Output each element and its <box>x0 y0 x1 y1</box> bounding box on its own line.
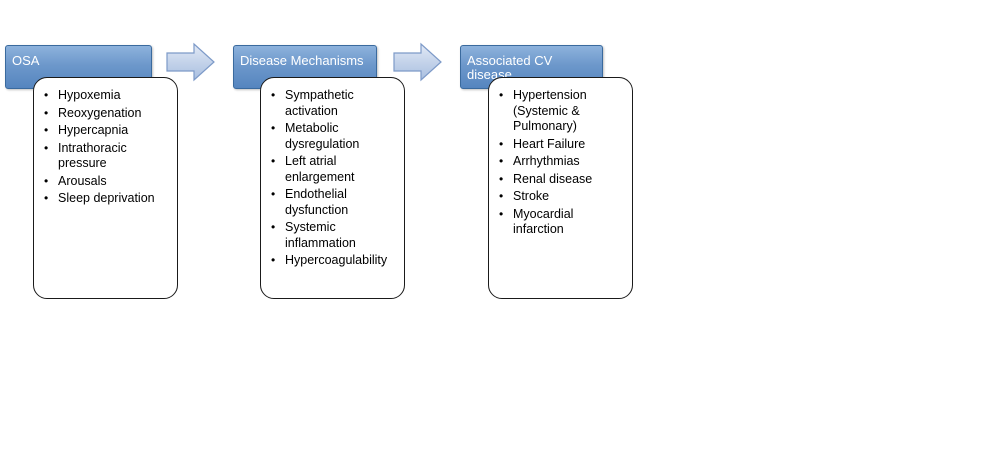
list-item: •Left atrial enlargement <box>271 154 355 184</box>
list-item: •Hypercapnia <box>44 123 129 137</box>
cv-disease-card: •Hypertension (Systemic & Pulmonary) •He… <box>488 77 633 299</box>
list-item: •Sympathetic activation <box>271 88 354 118</box>
list-item: •Hypoxemia <box>44 88 121 102</box>
osa-list: •Hypoxemia •Reoxygenation •Hypercapnia •… <box>44 88 169 207</box>
list-item: •Heart Failure <box>499 136 586 151</box>
list-item: •Sleep deprivation <box>44 191 155 205</box>
list-item: •Arousals <box>44 173 107 188</box>
mechanisms-card: •Sympathetic activation •Metabolic dysre… <box>260 77 405 299</box>
bullet-icon: • <box>271 187 276 201</box>
list-item: •Stroke <box>499 189 550 203</box>
bullet-icon: • <box>271 253 276 267</box>
bullet-icon: • <box>499 189 504 203</box>
bullet-icon: • <box>499 171 504 186</box>
bullet-icon: • <box>271 121 276 135</box>
osa-card: •Hypoxemia •Reoxygenation •Hypercapnia •… <box>33 77 178 299</box>
bullet-icon: • <box>44 88 49 102</box>
mechanisms-list: •Sympathetic activation •Metabolic dysre… <box>271 88 396 269</box>
list-item: •Reoxygenation <box>44 105 142 120</box>
list-item: •Hypercoagulability <box>271 253 388 267</box>
bullet-icon: • <box>44 191 49 205</box>
right-arrow-icon <box>393 42 442 82</box>
cv-disease-list: •Hypertension (Systemic & Pulmonary) •He… <box>499 88 624 238</box>
list-item: •Metabolic dysregulation <box>271 121 360 151</box>
bullet-icon: • <box>44 140 49 155</box>
mechanisms-header-label: Disease Mechanisms <box>240 53 364 68</box>
bullet-icon: • <box>271 88 276 102</box>
list-item: •Hypertension (Systemic & Pulmonary) <box>499 88 587 133</box>
list-item: •Endothelial dysfunction <box>271 187 349 217</box>
bullet-icon: • <box>499 88 504 102</box>
bullet-icon: • <box>44 123 49 137</box>
bullet-icon: • <box>44 173 49 188</box>
right-arrow-icon <box>166 42 215 82</box>
bullet-icon: • <box>499 154 504 168</box>
list-item: •Myocardial infarction <box>499 206 574 237</box>
osa-header-label: OSA <box>12 53 40 68</box>
bullet-icon: • <box>499 206 504 221</box>
list-item: •Arrhythmias <box>499 154 580 168</box>
list-item: •Intrathoracic pressure <box>44 140 127 171</box>
bullet-icon: • <box>271 154 276 168</box>
bullet-icon: • <box>499 136 504 151</box>
bullet-icon: • <box>271 220 276 234</box>
list-item: •Systemic inflammation <box>271 220 356 250</box>
list-item: •Renal disease <box>499 171 593 186</box>
bullet-icon: • <box>44 105 49 120</box>
